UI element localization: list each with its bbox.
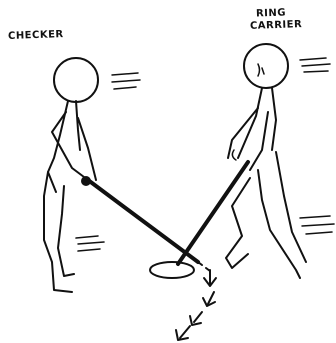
checker-motion-line — [114, 87, 136, 89]
checker-motion-line — [76, 236, 98, 238]
ring-carrier-motion-line — [302, 224, 334, 226]
ring-carrier-figure — [226, 44, 334, 278]
ring-carrier-arm-back — [250, 112, 268, 170]
checker-head — [54, 58, 98, 102]
ring-carrier-face — [262, 68, 264, 74]
checker-motion-line — [112, 80, 140, 82]
ring-carrier-motion-line — [304, 71, 328, 72]
ring-carrier-arm-front — [228, 108, 258, 158]
ring-carrier-torso — [238, 88, 262, 158]
checker-leg-left — [44, 172, 72, 292]
ring-carrier-motion-line — [302, 64, 330, 66]
ring-carrier-face — [258, 64, 260, 76]
checker-motion-line — [112, 73, 138, 75]
ring-carrier-pole — [178, 162, 248, 264]
ring-carrier-motion-line — [306, 232, 332, 234]
checker-motion-line — [78, 249, 100, 251]
checker-pole-tip — [198, 262, 214, 274]
checker-motion-line — [78, 242, 104, 244]
checker-pole — [88, 180, 198, 262]
ring-carrier-motion-line — [300, 216, 330, 218]
ring-carrier-torso-back — [272, 88, 276, 150]
ring-carrier-leg-back — [258, 170, 300, 278]
travel-arrows — [176, 270, 216, 340]
ring — [150, 262, 194, 278]
arrow-shaft — [180, 326, 190, 338]
ring-carrier-head — [244, 44, 288, 88]
checker-torso-front — [76, 101, 80, 150]
checker-leg-right — [58, 186, 74, 276]
ring-carrier-hand — [232, 150, 236, 160]
arrow-shaft — [194, 312, 202, 322]
checker-figure — [44, 58, 140, 292]
ring-carrier-motion-line — [300, 58, 326, 60]
